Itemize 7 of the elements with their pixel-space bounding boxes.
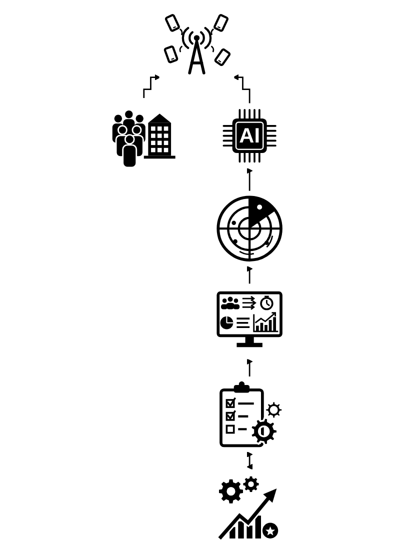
node-text: AI xyxy=(239,124,260,148)
arrow xyxy=(246,358,253,378)
arrow xyxy=(246,168,253,192)
arrow xyxy=(246,266,253,285)
arrow xyxy=(232,74,250,104)
arrow xyxy=(246,451,253,470)
arrow xyxy=(143,74,161,100)
